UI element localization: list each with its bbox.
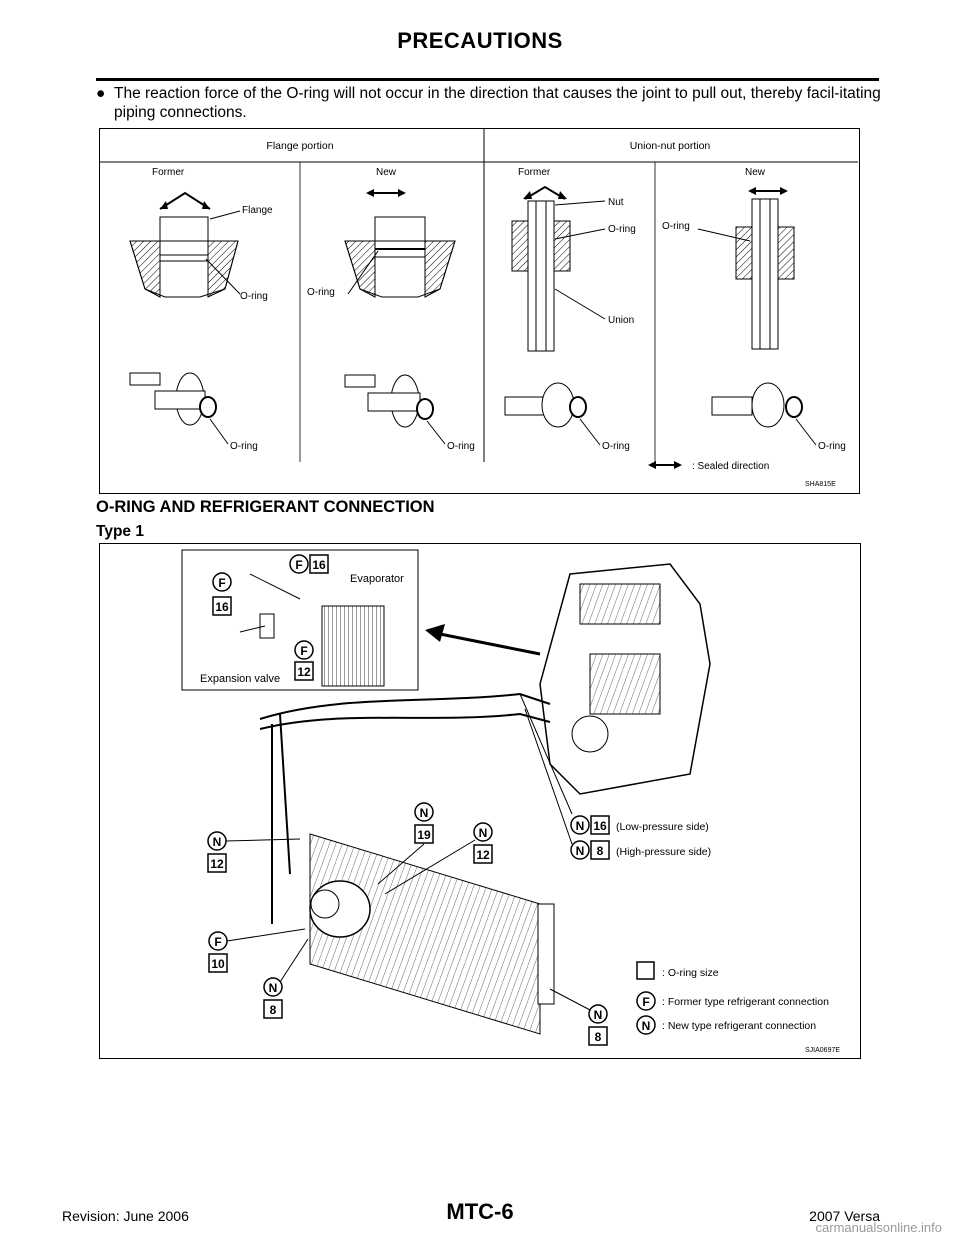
union-nut-portion-label: Union-nut portion: [630, 140, 711, 152]
header-rule: [96, 78, 879, 81]
high-pressure-label: (High-pressure side): [616, 846, 711, 858]
union-former-3d: O-ring: [504, 382, 630, 452]
union-label: Union: [608, 315, 634, 326]
badge-f12-inset: F 12: [294, 640, 314, 681]
receiver-drier: [537, 903, 555, 1005]
section-heading: O-RING AND REFRIGERANT CONNECTION: [96, 498, 435, 516]
legend-former-icon: F: [636, 991, 656, 1011]
expansion-valve-label: Expansion valve: [200, 673, 280, 685]
oring-label-2: O-ring: [307, 287, 335, 298]
svg-text:N: N: [269, 981, 278, 995]
svg-text:N: N: [479, 826, 488, 840]
badge-f16-left: F 16: [212, 572, 232, 616]
svg-text:10: 10: [211, 957, 225, 971]
svg-text:N: N: [420, 806, 429, 820]
oring-label-3: O-ring: [608, 224, 636, 235]
badge-n8-right: N 8: [549, 988, 608, 1046]
svg-text:F: F: [214, 935, 221, 949]
svg-text:8: 8: [270, 1003, 277, 1017]
figure-oring-drawing: Flange portion Union-nut portion Former …: [100, 129, 858, 488]
figure-refrigerant-drawing: Evaporator Expansion valve F 16 F 16 F 1…: [181, 549, 840, 1054]
svg-text:12: 12: [476, 848, 490, 862]
svg-text:N: N: [594, 1008, 603, 1022]
svg-text:F: F: [218, 576, 225, 590]
condenser: [309, 833, 541, 1035]
oring-label-4: O-ring: [662, 221, 690, 232]
svg-text:12: 12: [297, 665, 311, 679]
union-former-label: Former: [518, 167, 551, 178]
svg-text:N: N: [213, 835, 222, 849]
bullet-text: The reaction force of the O-ring will no…: [114, 85, 881, 121]
footer-page-number: MTC-6: [446, 1199, 514, 1224]
svg-text:F: F: [300, 644, 307, 658]
svg-text:12: 12: [210, 857, 224, 871]
badge-n19: N 19: [377, 802, 434, 885]
svg-text:F: F: [295, 558, 302, 572]
footer-revision: Revision: June 2006: [62, 1208, 189, 1224]
svg-text:16: 16: [215, 600, 229, 614]
badge-f10: F 10: [208, 928, 306, 973]
badge-n8-left: N 8: [263, 938, 309, 1019]
oring-label-5: O-ring: [230, 441, 258, 452]
legend-former-text: : Former type refrigerant connection: [662, 996, 829, 1008]
flange-label: Flange: [242, 205, 273, 216]
svg-text:N: N: [642, 1019, 651, 1033]
oring-label-8: O-ring: [818, 441, 846, 452]
flange-portion-label: Flange portion: [266, 140, 333, 152]
svg-text:19: 19: [417, 828, 431, 842]
bullet-paragraph: ● The reaction force of the O-ring will …: [96, 84, 881, 122]
badge-n16-low: N 16 (Low-pressure side): [570, 815, 709, 835]
sealed-direction-label: : Sealed direction: [692, 461, 769, 472]
oring-label-7: O-ring: [602, 441, 630, 452]
evaporator-label: Evaporator: [350, 573, 404, 585]
svg-text:16: 16: [312, 558, 326, 572]
legend-new-text: : New type refrigerant connection: [662, 1020, 816, 1032]
section-subheading: Type 1: [96, 523, 144, 540]
svg-text:8: 8: [595, 1030, 602, 1044]
svg-text:16: 16: [593, 819, 607, 833]
badge-n12-right: N 12: [384, 822, 493, 895]
figure-refrigerant-connections: Evaporator Expansion valve F 16 F 16 F 1…: [99, 543, 861, 1059]
flange-former-3d: O-ring: [129, 372, 258, 452]
union-new-3d: O-ring: [711, 382, 846, 452]
evaporator-core: [321, 605, 385, 687]
legend-size-icon: [636, 961, 655, 980]
svg-text:F: F: [642, 995, 649, 1009]
footer-model: 2007 Versa: [809, 1208, 880, 1224]
union-new-label: New: [745, 167, 766, 178]
badge-n8-high: N 8 (High-pressure side): [570, 840, 711, 860]
svg-text:8: 8: [597, 844, 604, 858]
legend-new-icon: N: [636, 1015, 656, 1035]
page-title: PRECAUTIONS: [397, 28, 563, 53]
badge-n12-left: N 12: [207, 831, 301, 873]
figure-oring-comparison: Flange portion Union-nut portion Former …: [99, 128, 860, 494]
watermark: carmanualsonline.info: [815, 1220, 942, 1235]
flange-new-label: New: [376, 167, 397, 178]
figure1-code: SHA815E: [805, 481, 836, 488]
svg-text:N: N: [576, 844, 585, 858]
figure2-code: SJIA0697E: [805, 1047, 840, 1054]
badge-f16-top: F 16: [289, 554, 329, 574]
bullet-icon: ●: [96, 85, 106, 102]
flange-new-3d: O-ring: [344, 374, 475, 452]
flange-former-label: Former: [152, 167, 185, 178]
nut-label: Nut: [608, 197, 624, 208]
low-pressure-label: (Low-pressure side): [616, 821, 709, 833]
oring-label-1: O-ring: [240, 291, 268, 302]
oring-label-6: O-ring: [447, 441, 475, 452]
legend-size-text: : O-ring size: [662, 967, 719, 979]
svg-text:N: N: [576, 819, 585, 833]
